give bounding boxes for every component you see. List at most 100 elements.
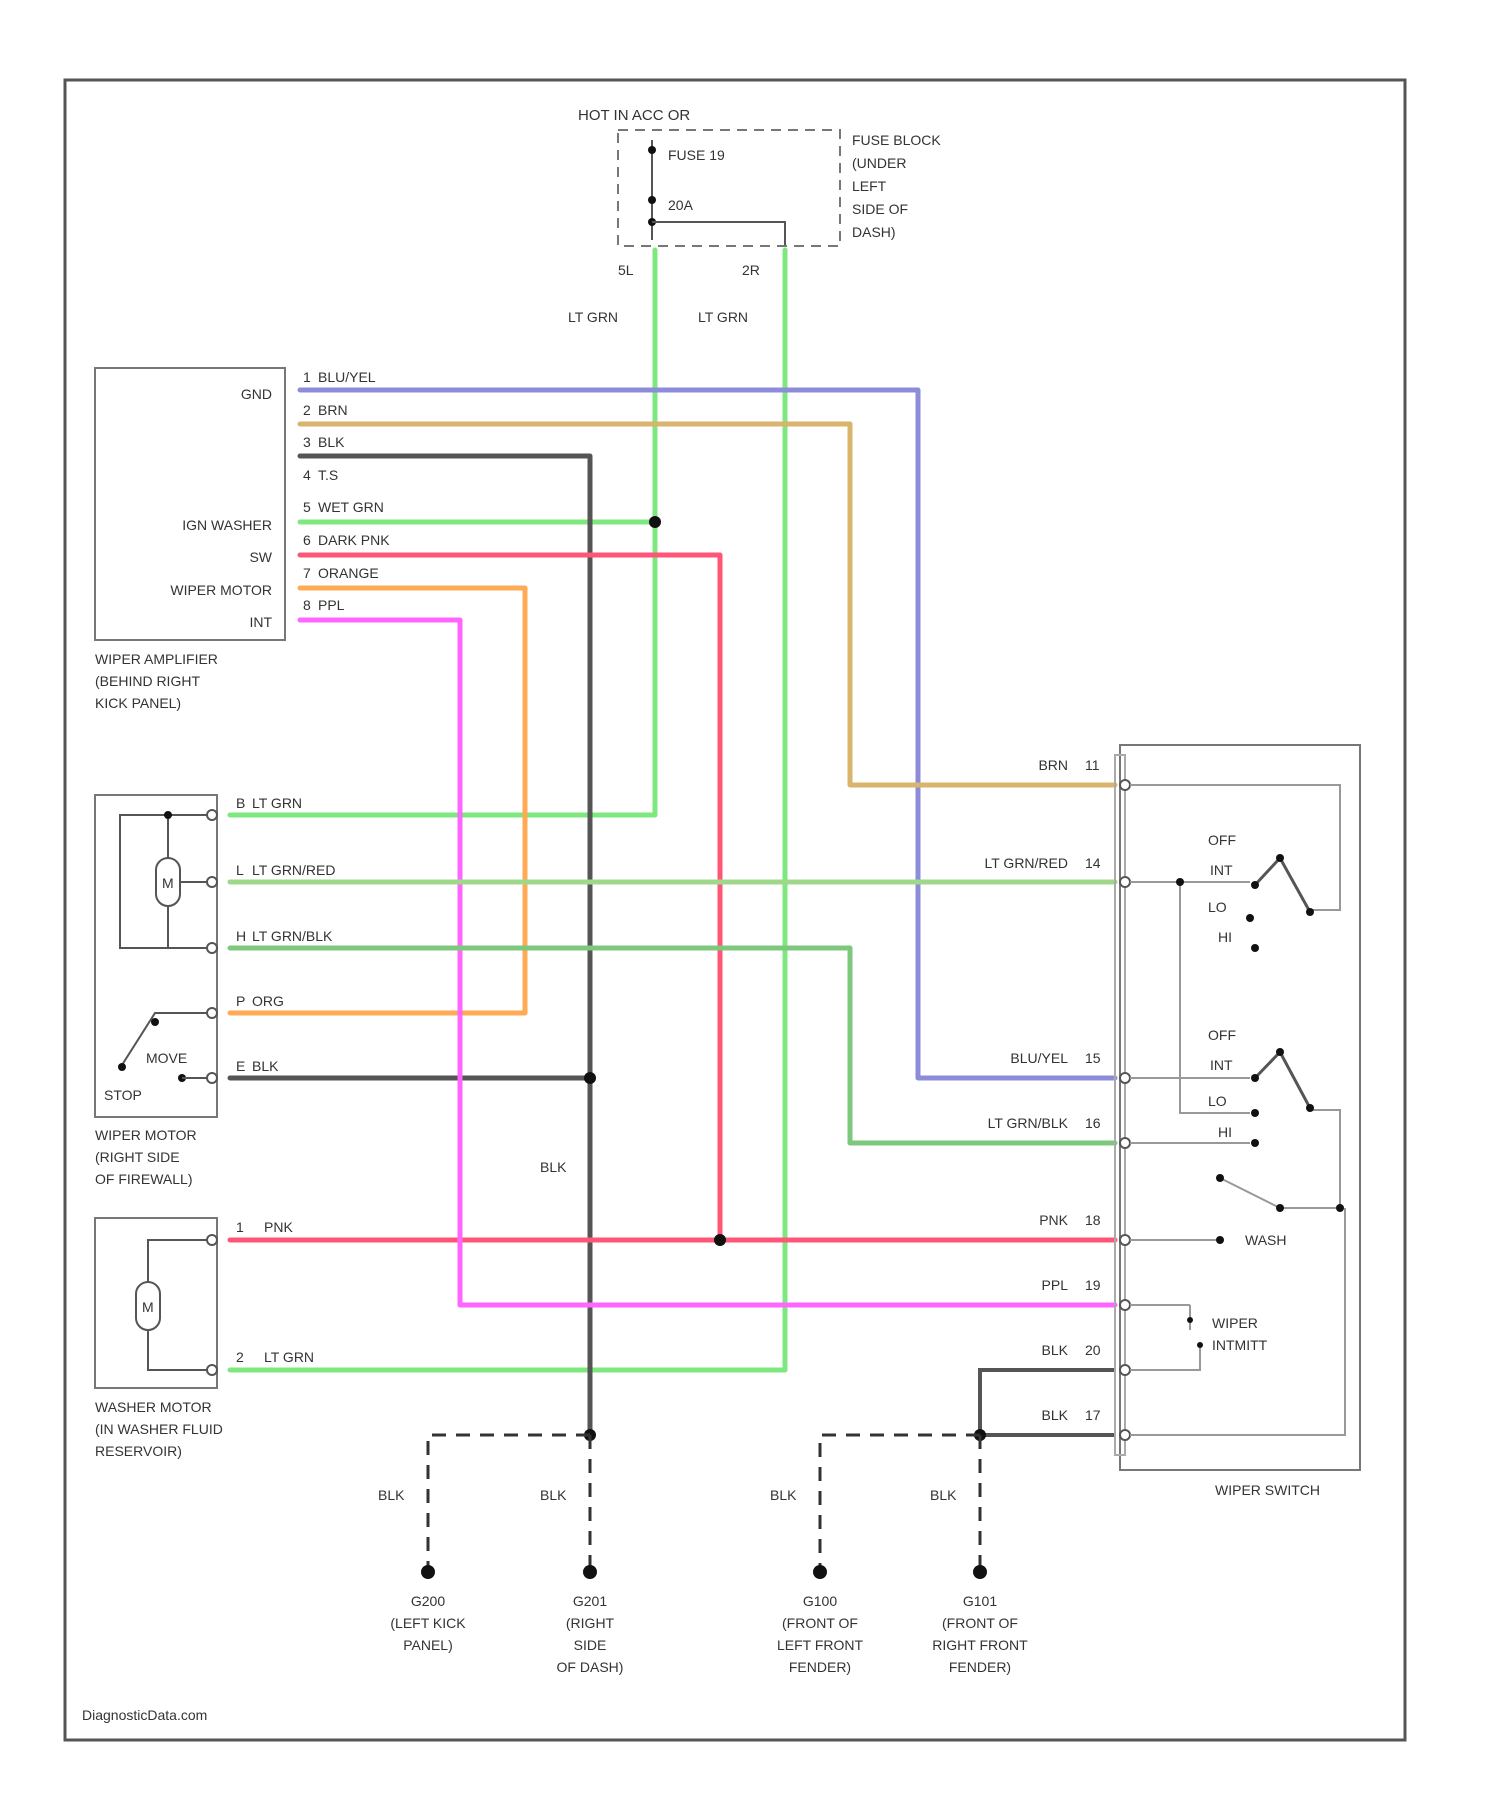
switch-pin-17 [1120, 1430, 1130, 1440]
switch-wash-lead [1216, 1236, 1224, 1244]
wire-blu-yel [300, 390, 1115, 1078]
switch-pin-19 [1120, 1300, 1130, 1310]
amp-wire-5-pin: 5 [303, 499, 311, 515]
fuse-pin-left: 5L [618, 262, 634, 278]
washer-motor: M 1 PNK 2 LT GRN WASHER MOTOR (IN WASHER… [95, 1218, 314, 1459]
wire-blk-switch-20 [980, 1370, 1115, 1435]
switch-lower-hi-contact [1251, 1139, 1259, 1147]
switch-pin-18 [1120, 1235, 1130, 1245]
motor-wire-l-pin: L [236, 862, 244, 878]
switch-pin-16 [1120, 1138, 1130, 1148]
motor-pin-h [207, 943, 217, 953]
switch-upper-int: INT [1210, 862, 1233, 878]
switch-intmitt-line-1: WIPER [1212, 1315, 1258, 1331]
fuse-wire-left-label: LT GRN [568, 309, 618, 325]
washer-wire-1-color: PNK [264, 1219, 293, 1235]
wiper-motor: M MOVE STOP B LT GRN L LT GRN/RED H LT G… [95, 795, 336, 1187]
switch-junction [1176, 878, 1184, 886]
switch-lower-int: INT [1210, 1057, 1233, 1073]
amp-wire-7-color: ORANGE [318, 565, 379, 581]
ground-g101-line-2: RIGHT FRONT [932, 1637, 1028, 1653]
switch-upper-lo-contact [1246, 914, 1254, 922]
fuse-block: HOT IN ACC OR FUSE 19 20A FUSE BLOCK (UN… [568, 107, 941, 325]
fuse-block-label-line-2: (UNDER [852, 155, 906, 171]
motor-wire-b-color: LT GRN [252, 795, 302, 811]
amp-wire-6-color: DARK PNK [318, 532, 390, 548]
switch-pin-11-num: 11 [1085, 757, 1100, 773]
wire-lt-grn-blk [230, 948, 1115, 1143]
ground-g200-wire-label: BLK [378, 1487, 405, 1503]
wiper-amplifier: GND IGN WASHER SW WIPER MOTOR INT 1 BLU/… [95, 368, 390, 711]
washer-wire-2-pin: 2 [236, 1349, 244, 1365]
motor-wire-p-color: ORG [252, 993, 284, 1009]
switch-pin-20-color: BLK [1042, 1342, 1069, 1358]
fuse-pin-right: 2R [742, 262, 760, 278]
switch-upper-hi-contact [1251, 944, 1259, 952]
switch-upper-wiper-arm [1255, 858, 1310, 912]
motor-wire-e-pin: E [236, 1058, 245, 1074]
wire-brn [300, 424, 1115, 785]
switch-pin-14-color: LT GRN/RED [985, 855, 1069, 871]
switch-pin-15 [1120, 1073, 1130, 1083]
amp-label-line-2: (BEHIND RIGHT [95, 673, 200, 689]
amp-wire-2-color: BRN [318, 402, 348, 418]
wire-ppl [300, 620, 1115, 1305]
amp-wire-8-pin: 8 [303, 597, 311, 613]
diagram-frame [65, 80, 1405, 1740]
washer-label-line-3: RESERVOIR) [95, 1443, 182, 1459]
splice-black-motor [584, 1072, 596, 1084]
switch-lower-hi: HI [1218, 1124, 1232, 1140]
fuse-wire-right-label: LT GRN [698, 309, 748, 325]
amp-wire-4-pin: 4 [303, 467, 311, 483]
washer-wire-2-color: LT GRN [264, 1349, 314, 1365]
switch-lower-lo-contact [1251, 1109, 1259, 1117]
washer-label-line-2: (IN WASHER FLUID [95, 1421, 223, 1437]
switch-intmitt-line-2: INTMITT [1212, 1337, 1268, 1353]
switch-washer-label: WASH [1245, 1232, 1286, 1248]
amp-wire-7-pin: 7 [303, 565, 311, 581]
amp-wire-8-color: PPL [318, 597, 345, 613]
switch-pin-19-color: PPL [1042, 1277, 1069, 1293]
splice-green [649, 516, 661, 528]
switch-wash-contact [1276, 1204, 1284, 1212]
motor-label-line-3: OF FIREWALL) [95, 1171, 193, 1187]
amp-terminal-sw: SW [249, 549, 272, 565]
switch-upper-off-contact [1276, 854, 1284, 862]
ground-g101-line-3: FENDER) [949, 1659, 1011, 1675]
motor-mode-stop: STOP [104, 1087, 142, 1103]
ground-g100-line-3: FENDER) [789, 1659, 851, 1675]
motor-wire-b-pin: B [236, 795, 245, 811]
switch-upper-int-contact [1251, 881, 1259, 889]
fuse-block-label-line-4: SIDE OF [852, 201, 908, 217]
ground-g201-point [583, 1565, 597, 1579]
switch-lower-lo: LO [1208, 1093, 1227, 1109]
switch-pin-11 [1120, 780, 1130, 790]
amp-terminal-wiper-motor: WIPER MOTOR [170, 582, 272, 598]
wire-lt-grn-washer [230, 250, 785, 1370]
switch-wash-pivot [1216, 1174, 1224, 1182]
switch-pin-15-num: 15 [1085, 1050, 1101, 1066]
ground-g100-wire-label: BLK [770, 1487, 797, 1503]
switch-internal-intmitt-path [1130, 1305, 1200, 1370]
wiper-amplifier-box [95, 368, 285, 640]
switch-pin-20 [1120, 1365, 1130, 1375]
switch-pin-20-num: 20 [1085, 1342, 1101, 1358]
switch-upper-hi: HI [1218, 929, 1232, 945]
motor-wire-e-color: BLK [252, 1058, 279, 1074]
switch-lower-common [1306, 1104, 1314, 1112]
switch-pin-18-num: 18 [1085, 1212, 1101, 1228]
washer-symbol: M [142, 1299, 154, 1315]
switch-lower-wiper-arm [1255, 1052, 1310, 1108]
wires [230, 250, 1115, 1435]
switch-pin-18-color: PNK [1039, 1212, 1068, 1228]
ground-g100-point [813, 1565, 827, 1579]
motor-wire-l-color: LT GRN/RED [252, 862, 336, 878]
ground-g201-line-1: (RIGHT [566, 1615, 615, 1631]
motor-label-line-1: WIPER MOTOR [95, 1127, 197, 1143]
amp-terminal-gnd: GND [241, 386, 272, 402]
vertical-blk-label: BLK [540, 1159, 567, 1175]
splice-pink [714, 1234, 726, 1246]
watermark: DiagnosticData.com [82, 1707, 207, 1723]
switch-upper-off: OFF [1208, 832, 1236, 848]
ground-g200-id: G200 [411, 1593, 445, 1609]
